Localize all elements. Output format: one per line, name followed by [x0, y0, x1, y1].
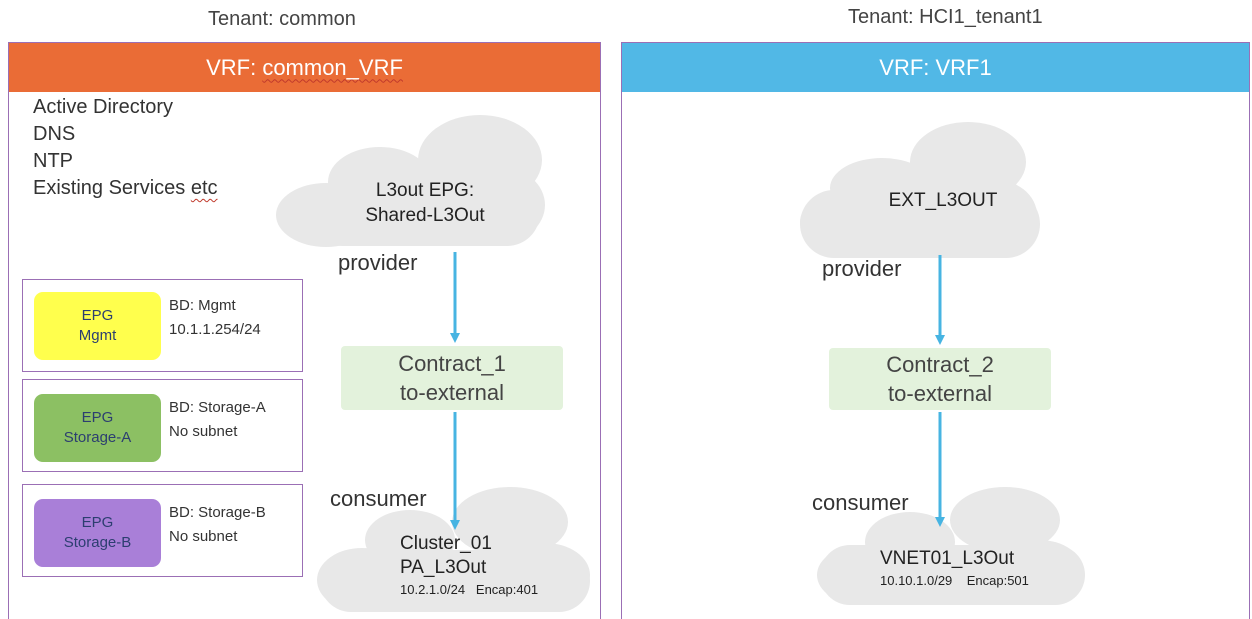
- contract-1-line2: to-external: [400, 380, 504, 405]
- contract-2-box: Contract_2 to-external: [829, 348, 1051, 410]
- cluster-line3: 10.2.1.0/24 Encap:401: [400, 582, 539, 597]
- bd-storage-a-info: BD: Storage-A No subnet: [169, 396, 266, 444]
- service-item: NTP: [33, 150, 73, 172]
- contract-2-line1: Contract_2: [886, 352, 994, 377]
- bd-storage-a-subnet: No subnet: [169, 423, 238, 440]
- bd-storage-b-info: BD: Storage-B No subnet: [169, 501, 266, 549]
- bd-box-mgmt: EPG Mgmt BD: Mgmt 10.1.1.254/24: [22, 279, 303, 372]
- ext-l3out-label: EXT_L3OUT: [888, 190, 998, 211]
- shared-l3out-label: L3out EPG: Shared-L3Out: [330, 178, 520, 228]
- service-item: DNS: [33, 123, 76, 145]
- contract-1-line1: Contract_1: [398, 351, 506, 376]
- vnet01-label: VNET01_L3Out 10.10.1.0/29 Encap:501: [880, 547, 1029, 591]
- cloud-shape-vnet01: [817, 487, 1085, 605]
- right-consumer-label: consumer: [812, 490, 909, 515]
- epg-mgmt-line2: Mgmt: [78, 327, 117, 344]
- right-tenant-title: Tenant: HCI1_tenant1: [848, 6, 1043, 28]
- left-consumer-label: consumer: [330, 486, 427, 511]
- right-vrf-label: VRF: VRF1: [879, 54, 992, 80]
- left-vrf-name: common_VRF: [262, 54, 403, 80]
- service-item: Existing Services etc: [33, 175, 218, 202]
- cloud-shape-ext-l3out: [800, 122, 1040, 258]
- vnet01-line1: VNET01_L3Out: [880, 548, 1015, 569]
- bd-box-storage-b: EPG Storage-B BD: Storage-B No subnet: [22, 484, 303, 577]
- epg-storage-b-line1: EPG: [81, 514, 114, 531]
- right-vrf-header: VRF: VRF1: [622, 43, 1249, 92]
- cloud-shape-cluster-01: [317, 487, 590, 612]
- left-vrf-panel: VRF: common_VRF: [8, 42, 601, 619]
- epg-storage-a: EPG Storage-A: [34, 394, 161, 462]
- right-provider-label: provider: [822, 256, 902, 281]
- cloud-shape-shared-l3out: [276, 115, 545, 247]
- left-provider-label: provider: [338, 250, 418, 275]
- left-vrf-prefix: VRF:: [206, 54, 263, 80]
- cluster-line2: PA_L3Out: [400, 557, 487, 578]
- bd-box-storage-a: EPG Storage-A BD: Storage-A No subnet: [22, 379, 303, 472]
- contract-1-box: Contract_1 to-external: [341, 346, 563, 410]
- epg-mgmt: EPG Mgmt: [34, 292, 161, 360]
- service-item-suffix: etc: [190, 177, 218, 199]
- services-list: Active Directory DNS NTP Existing Servic…: [33, 94, 218, 202]
- bd-storage-b-subnet: No subnet: [169, 528, 238, 545]
- right-vrf-panel: VRF: VRF1: [621, 42, 1250, 619]
- bd-storage-a-name: BD: Storage-A: [169, 399, 266, 416]
- epg-storage-b: EPG Storage-B: [34, 499, 161, 567]
- cluster-line1: Cluster_01: [400, 533, 492, 554]
- bd-mgmt-name: BD: Mgmt: [169, 297, 236, 314]
- contract-2-line2: to-external: [888, 381, 992, 406]
- bd-storage-b-name: BD: Storage-B: [169, 504, 266, 521]
- epg-storage-b-line2: Storage-B: [63, 534, 132, 551]
- epg-mgmt-line1: EPG: [81, 307, 114, 324]
- service-item-prefix: Existing Services: [33, 177, 191, 199]
- left-tenant-title: Tenant: common: [208, 8, 356, 30]
- shared-l3out-line1: L3out EPG:: [375, 180, 475, 201]
- vnet01-line2: 10.10.1.0/29 Encap:501: [880, 573, 1029, 588]
- bd-mgmt-subnet: 10.1.1.254/24: [169, 321, 261, 338]
- epg-storage-a-line2: Storage-A: [63, 429, 132, 446]
- service-item: Active Directory: [33, 96, 174, 118]
- shared-l3out-line2: Shared-L3Out: [365, 205, 485, 226]
- epg-storage-a-line1: EPG: [81, 409, 114, 426]
- bd-mgmt-info: BD: Mgmt 10.1.1.254/24: [169, 294, 261, 342]
- left-vrf-header: VRF: common_VRF: [9, 43, 600, 92]
- cluster-label: Cluster_01 PA_L3Out 10.2.1.0/24 Encap:40…: [400, 532, 538, 600]
